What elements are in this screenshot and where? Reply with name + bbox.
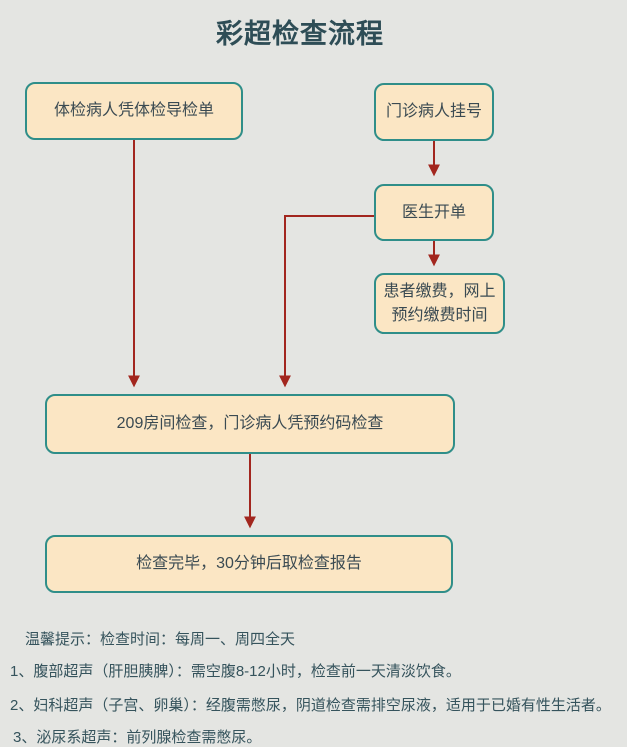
node-room-209-check: 209房间检查，门诊病人凭预约码检查 [45, 394, 455, 454]
node-patient-payment: 患者缴费，网上预约缴费时间 [374, 273, 505, 334]
node-doctor-order: 医生开单 [374, 184, 494, 241]
node-report-pickup-label: 检查完毕，30分钟后取检查报告 [136, 555, 362, 573]
node-physical-exam-label: 体检病人凭体检导检单 [53, 102, 214, 120]
node-physical-exam-patient: 体检病人凭体检导检单 [25, 82, 243, 140]
node-report-pickup: 检查完毕，30分钟后取检查报告 [45, 535, 453, 593]
node-room-209-label: 209房间检查，门诊病人凭预约码检查 [116, 415, 384, 433]
note-gynecologic-ultrasound: 2、妇科超声（子宫、卵巢）：经腹需憋尿，阴道检查需排空尿液，适用于已婚有性生活者… [10, 697, 611, 714]
node-outpatient-registration: 门诊病人挂号 [374, 83, 494, 141]
note-warm-tip: 温馨提示：检查时间：每周一、周四全天 [25, 631, 296, 648]
node-doctor-order-label: 医生开单 [401, 203, 466, 221]
note-abdominal-ultrasound: 1、腹部超声（肝胆胰脾）：需空腹8-12小时，检查前一天清淡饮食。 [10, 663, 461, 680]
page-title: 彩超检查流程 [216, 19, 384, 49]
arrow-doctor-to-room-elbow [279, 215, 374, 388]
node-outpatient-label: 门诊病人挂号 [385, 103, 482, 121]
node-patient-payment-label: 患者缴费，网上预约缴费时间 [383, 283, 496, 324]
note-urinary-ultrasound: 3、泌尿系超声：前列腺检查需憋尿。 [13, 729, 262, 746]
